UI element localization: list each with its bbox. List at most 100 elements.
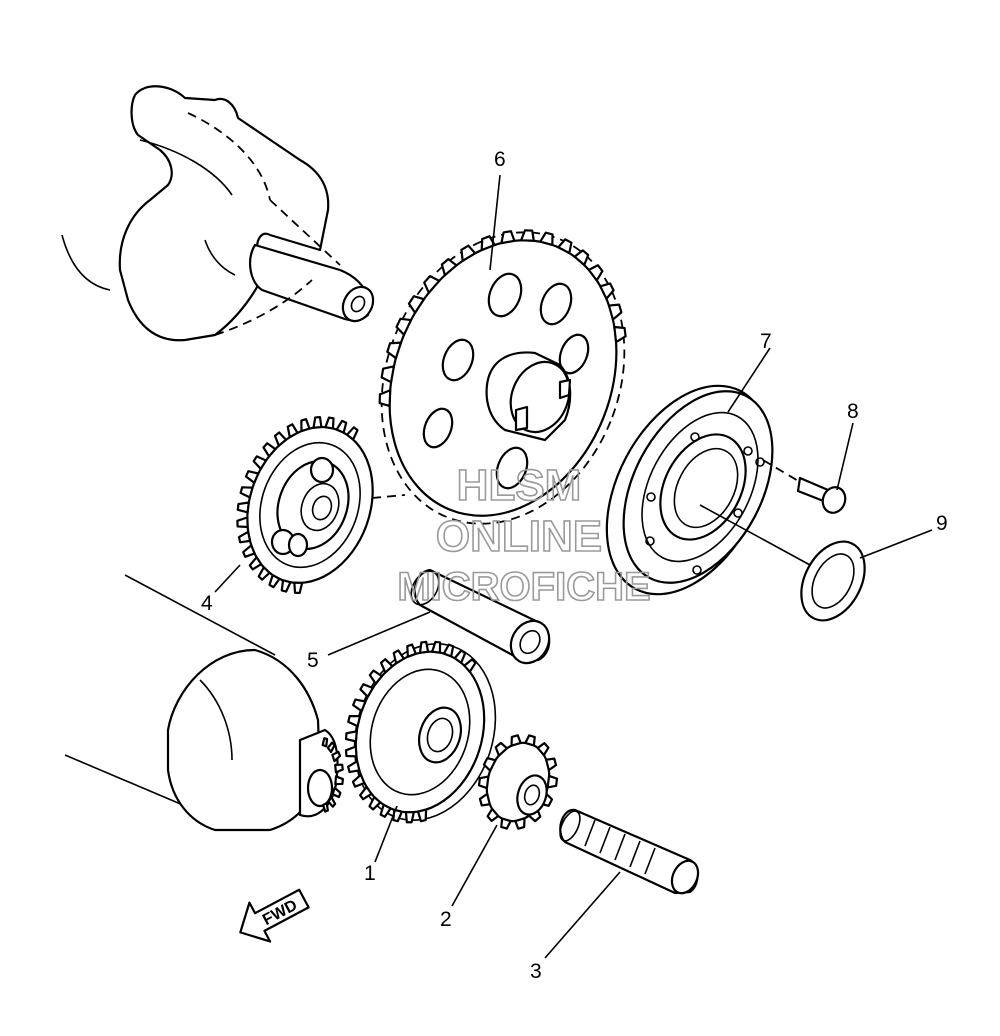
crankshaft [61, 85, 375, 342]
gear-tooth [300, 418, 311, 433]
part-1-gear [344, 640, 497, 824]
gear-tooth [500, 230, 516, 245]
gear-tooth [262, 442, 277, 458]
leader-4 [214, 564, 241, 593]
gear-tooth [453, 649, 467, 664]
gear-tooth [248, 556, 263, 571]
leader-2 [451, 824, 498, 907]
callout-2: 2 [440, 908, 452, 931]
gear-tooth [334, 763, 344, 774]
gear-tooth [486, 807, 500, 822]
gear-tooth [331, 786, 342, 799]
gear-tooth [312, 416, 323, 429]
callout-8: 8 [847, 400, 859, 423]
part-7-bearing-housing [605, 384, 774, 596]
gear-tooth [352, 698, 367, 713]
gear-tooth [460, 244, 477, 262]
gear-tooth [327, 796, 337, 808]
gear-tooth [347, 760, 361, 774]
gear-tooth [463, 658, 477, 673]
gear-tooth [392, 808, 403, 823]
gear-tooth [494, 741, 509, 757]
gear-tooth [344, 745, 358, 758]
callout-3: 3 [530, 960, 542, 983]
leader-3 [544, 871, 621, 959]
gear-tooth [273, 431, 288, 447]
gear-tooth [324, 416, 335, 430]
leader-9 [859, 529, 933, 559]
gear-tooth [536, 742, 550, 757]
gear-tooth [379, 803, 392, 818]
watermark-line1: HLSM [457, 461, 582, 510]
gear-tooth [252, 455, 268, 471]
fwd-arrow-icon: FWD [239, 888, 310, 943]
part-9-washer [699, 504, 866, 622]
gear-tooth [392, 649, 405, 665]
gear-tooth [440, 257, 458, 277]
gear-tooth [257, 566, 271, 581]
gear-tooth [407, 295, 426, 314]
gear-tooth [378, 389, 392, 408]
leader-lines [214, 174, 933, 959]
gear-tooth [406, 643, 417, 658]
gear-tooth [514, 817, 526, 830]
gear-tooth [334, 775, 344, 786]
gear-tooth [335, 419, 348, 434]
gear-tooth [404, 811, 415, 824]
gear-tooth [322, 802, 329, 813]
gear-tooth [380, 365, 395, 384]
gear-tooth [242, 544, 256, 558]
gear-tooth [345, 426, 359, 441]
gear-tooth [482, 757, 497, 772]
part-8-bolt [762, 459, 847, 514]
gear-tooth [545, 757, 558, 772]
gear-tooth [477, 775, 490, 790]
gear-tooth [431, 640, 442, 654]
gear-tooth [418, 640, 430, 654]
leader-1 [374, 805, 398, 863]
gear-tooth [331, 750, 342, 763]
watermark: HLSM ONLINE MICROFICHE [397, 460, 652, 610]
callout-6: 6 [494, 148, 506, 171]
leader-5 [327, 611, 431, 656]
callout-labels: 6 7 8 9 4 5 1 2 3 [201, 148, 948, 983]
gear-tooth [395, 317, 413, 336]
gear-tooth [368, 795, 382, 811]
gear-tooth [607, 303, 623, 321]
gear-tooth [442, 643, 455, 658]
gear-tooth [510, 734, 522, 747]
gear-tooth [573, 249, 590, 267]
callout-1: 1 [364, 862, 376, 885]
leader-7 [727, 347, 771, 413]
gear-tooth [599, 282, 615, 300]
gear-tooth [500, 817, 512, 830]
leader-6 [489, 174, 501, 271]
gear-tooth [416, 808, 428, 823]
gear-tooth [326, 741, 336, 754]
part-6-large-gear [378, 229, 627, 525]
gear-tooth [293, 581, 304, 594]
callout-4: 4 [201, 592, 213, 615]
gear-tooth [321, 737, 329, 748]
gear-tooth [478, 792, 491, 807]
gear-tooth [386, 341, 402, 360]
gear-tooth [539, 231, 554, 246]
gear-tooth [368, 669, 383, 685]
watermark-line2: ONLINE [436, 512, 602, 561]
gear-tooth [423, 275, 441, 294]
gear-tooth [344, 730, 358, 743]
part-3-splined-shaft [559, 808, 700, 895]
part-2-small-gear [477, 734, 559, 830]
gear-tooth [359, 683, 374, 698]
gear-tooth [613, 325, 627, 344]
gear-tooth [237, 530, 252, 544]
callout-9: 9 [936, 512, 948, 535]
gear-tooth [587, 264, 604, 282]
gear-tooth [524, 734, 536, 747]
gear-tooth [236, 516, 249, 529]
leader-8 [836, 422, 854, 491]
gear-tooth [239, 486, 254, 499]
gear-tooth [244, 470, 260, 484]
part-5-shaft-pin [410, 568, 551, 665]
transmission-shaft [64, 574, 344, 832]
